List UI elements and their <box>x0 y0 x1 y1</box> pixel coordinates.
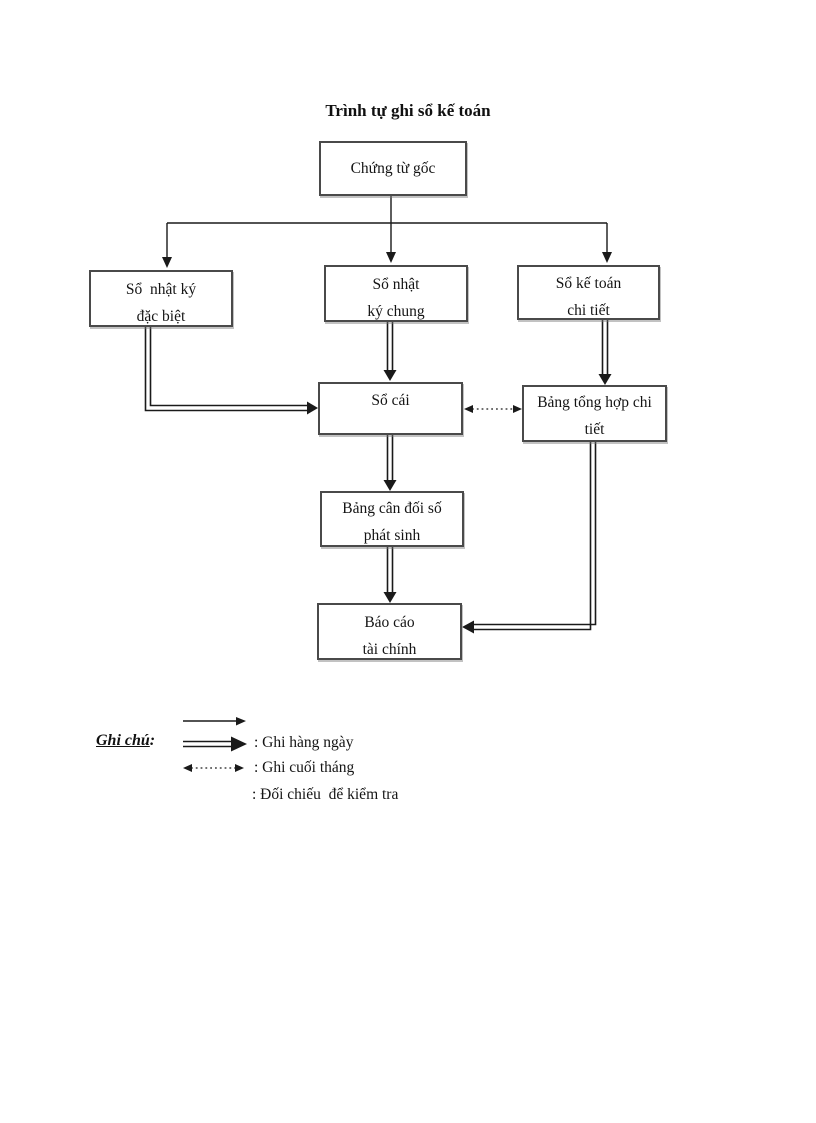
edge-kychung-to-socai <box>383 322 397 381</box>
node-label: Sổ nhật ký <box>125 281 197 298</box>
node-chung-tu-goc: Chứng từ gốc <box>319 141 467 196</box>
node-bang-tong-hop-chi-tiet: Bảng tổng hợp chi tiết <box>522 385 667 442</box>
node-bang-can-doi-so-phat-sinh: Bảng cân đối số phát sinh <box>320 491 464 547</box>
node-label: Bảng cân đối số <box>342 500 442 517</box>
legend-heading: Ghi chú: <box>96 732 155 750</box>
legend-label-daily: : Ghi hàng ngày <box>254 734 354 751</box>
node-label: Sổ kế toán <box>555 275 622 292</box>
edge-socai-tonghop-check <box>464 405 522 413</box>
edge-goc-to-journals <box>162 196 612 268</box>
node-so-nhat-ky-chung: Sổ nhật ký chung <box>324 265 468 322</box>
node-so-nhat-ky-dac-biet: Sổ nhật ký đặc biệt <box>89 270 233 327</box>
node-label: phát sinh <box>363 527 421 544</box>
legend-label-monthly: : Ghi cuối tháng <box>254 759 355 776</box>
node-so-ke-toan-chi-tiet: Sổ kế toán chi tiết <box>517 265 660 320</box>
single-arrow-icon <box>183 717 246 726</box>
edge-socai-to-candoi <box>383 435 397 491</box>
edge-dacbiet-to-socai <box>144 327 318 415</box>
node-so-cai: Sổ cái <box>318 382 463 435</box>
edge-tonghop-to-baocao <box>462 442 597 634</box>
node-label: chi tiết <box>567 302 610 319</box>
node-label: Bảng tổng hợp chi <box>537 394 652 411</box>
edge-candoi-to-baocao <box>383 547 397 603</box>
node-label: Sổ nhật <box>372 276 420 293</box>
legend-heading-text: Ghi chú <box>96 732 150 749</box>
node-label: tiết <box>584 421 605 438</box>
node-label: đặc biệt <box>136 308 186 325</box>
node-bao-cao-tai-chinh: Báo cáo tài chính <box>317 603 462 660</box>
legend-label-check: : Đối chiếu để kiểm tra <box>252 786 399 803</box>
dotted-double-arrow-icon <box>183 764 244 772</box>
node-label: Báo cáo <box>364 614 415 631</box>
node-label: Chứng từ gốc <box>350 159 436 177</box>
legend-heading-colon: : <box>149 732 156 749</box>
diagram-title: Trình tự ghi sổ kế toán <box>325 101 491 120</box>
edge-chitiet-to-tonghop <box>598 320 612 385</box>
double-arrow-icon <box>183 736 247 752</box>
node-label: ký chung <box>367 303 425 320</box>
node-label: Sổ cái <box>371 392 410 409</box>
node-label: tài chính <box>362 641 417 658</box>
